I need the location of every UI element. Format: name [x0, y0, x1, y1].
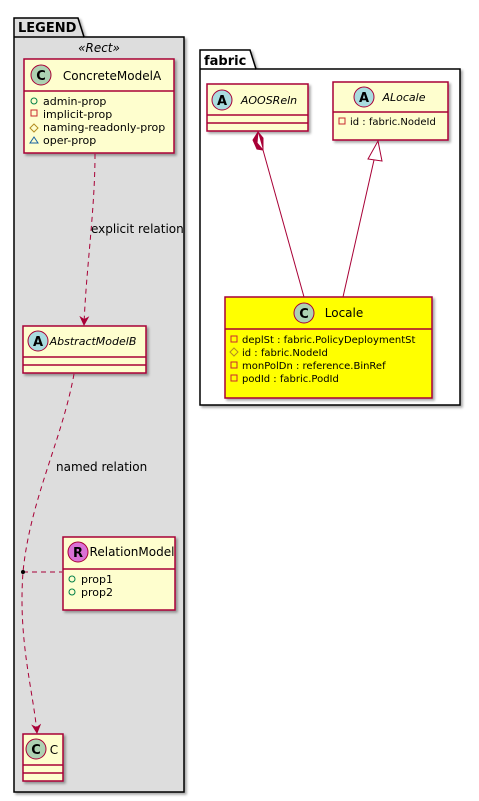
attribute-prop2: prop2	[81, 586, 113, 599]
edge-named-relation: named relation	[21, 373, 147, 734]
class-kind-a-icon	[27, 330, 49, 352]
class-name: Locale	[325, 306, 363, 320]
class-aoos-reln[interactable]: A AOOSReln	[206, 83, 309, 132]
class-kind-letter: A	[359, 91, 369, 106]
class-kind-letter: R	[73, 546, 83, 561]
attribute-oper-prop: oper-prop	[43, 134, 96, 147]
class-kind-c-icon	[293, 302, 315, 324]
public-visibility-icon	[30, 97, 38, 105]
private-visibility-icon	[338, 117, 346, 125]
inheritance-triangle-icon	[367, 139, 383, 162]
attribute-naming-readonly-prop: naming-readonly-prop	[43, 121, 165, 134]
class-name: C	[50, 743, 58, 757]
attribute-prop1: prop1	[81, 573, 113, 586]
class-name: ALocale	[382, 91, 426, 104]
attribute-id: id : fabric.NodeId	[242, 348, 328, 359]
class-kind-letter: C	[36, 69, 46, 84]
private-visibility-icon	[230, 374, 238, 382]
class-kind-c-icon	[25, 738, 47, 760]
edge-explicit-relation: explicit relation	[79, 153, 184, 326]
edge-composition-aoos-locale	[252, 130, 305, 298]
protected-visibility-icon	[29, 123, 39, 133]
legend-stereotype: «Rect»	[78, 41, 120, 55]
class-name: AOOSReln	[240, 94, 297, 107]
attribute-podid: podId : fabric.PodId	[242, 374, 339, 385]
class-c[interactable]: C C	[22, 733, 64, 782]
public-visibility-icon	[68, 575, 76, 583]
private-visibility-icon	[230, 361, 238, 369]
class-kind-a-icon	[353, 86, 375, 108]
attribute-deplst: deplSt : fabric.PolicyDeploymentSt	[242, 335, 415, 346]
private-visibility-icon	[30, 109, 38, 117]
private-visibility-icon	[230, 335, 238, 343]
package-visibility-icon	[29, 136, 39, 144]
edge-label-named-relation: named relation	[56, 460, 147, 474]
class-kind-c-icon	[30, 64, 52, 86]
class-kind-letter: A	[217, 94, 227, 109]
protected-visibility-icon	[229, 347, 239, 357]
class-kind-r-icon	[67, 541, 89, 563]
class-relation-model[interactable]: R RelationModel prop1 prop2	[62, 536, 176, 611]
edge-inheritance-locale-alocale	[342, 139, 383, 298]
attribute-implicit-prop: implicit-prop	[43, 108, 112, 121]
public-visibility-icon	[68, 588, 76, 596]
class-kind-letter: A	[33, 335, 43, 350]
class-name: ConcreteModelA	[63, 69, 162, 83]
class-kind-letter: C	[299, 307, 309, 322]
class-concrete-model-a[interactable]: C ConcreteModelA admin-prop implicit-pro…	[23, 58, 175, 154]
attribute-monpoldn: monPolDn : reference.BinRef	[242, 361, 386, 372]
class-kind-letter: C	[31, 743, 41, 758]
attribute-id: id : fabric.NodeId	[350, 117, 436, 128]
class-locale[interactable]: C Locale deplSt : fabric.PolicyDeploymen…	[224, 296, 433, 399]
composition-diamond-icon	[252, 130, 264, 152]
class-abstract-model-b[interactable]: A AbstractModelB	[22, 325, 147, 374]
edge-label-explicit-relation: explicit relation	[91, 222, 184, 236]
attribute-admin-prop: admin-prop	[43, 95, 106, 108]
class-name: AbstractModelB	[49, 335, 137, 348]
legend-package-title: LEGEND	[18, 21, 77, 36]
class-kind-a-icon	[211, 89, 233, 111]
association-point-icon	[21, 570, 25, 574]
class-alocale[interactable]: A ALocale id : fabric.NodeId	[332, 81, 449, 141]
fabric-package-title: fabric	[204, 54, 246, 69]
class-name: RelationModel	[90, 545, 175, 559]
